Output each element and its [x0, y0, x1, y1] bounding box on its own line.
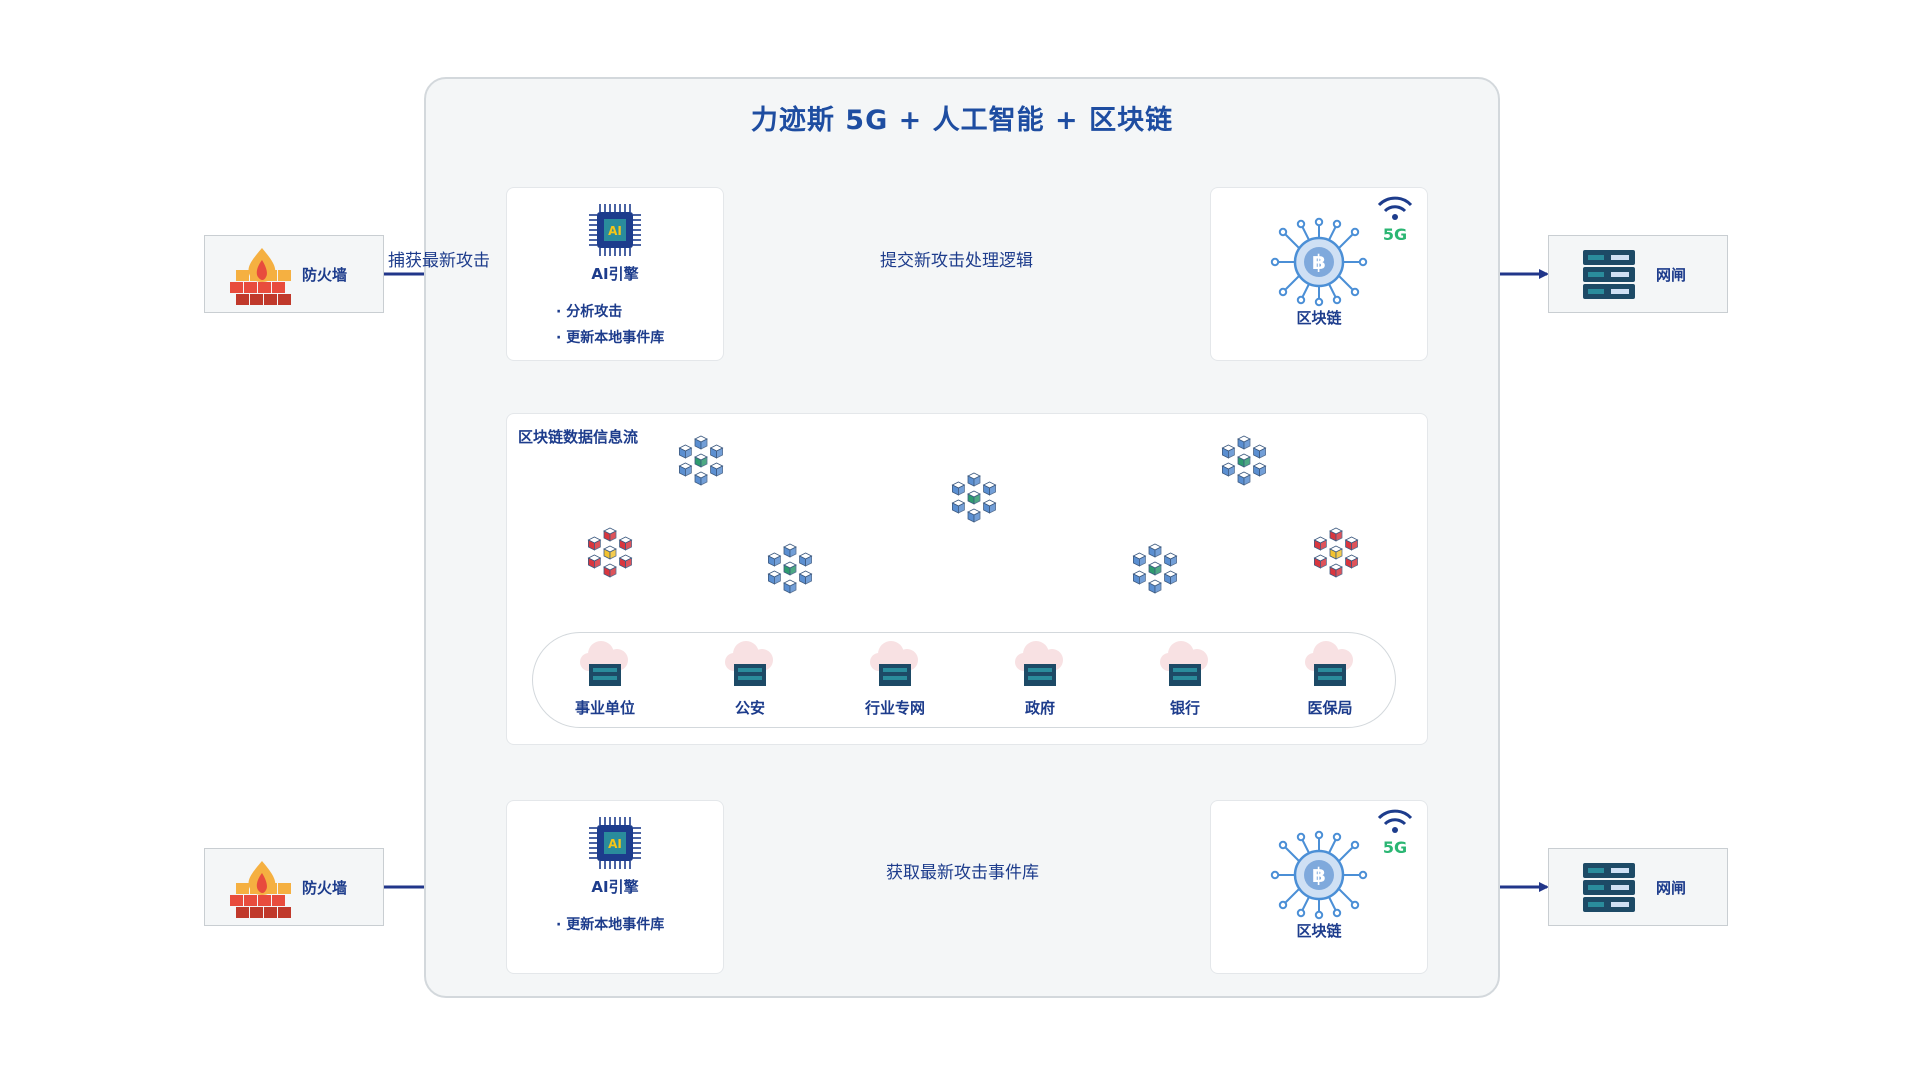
gateway-top-label: 网闸 [1656, 266, 1687, 284]
edge-capture-label: 捕获最新攻击 [388, 251, 490, 271]
blockchain-bottom-card [1210, 800, 1428, 974]
gateway-top-box [1548, 235, 1728, 313]
firewall-bottom-box [204, 848, 384, 926]
blockchain-top-label: 区块链 [1296, 309, 1342, 327]
page-title: 力迹斯 5G + 人工智能 + 区块链 [750, 105, 1174, 136]
ai-engine-top-bullet-2: · 更新本地事件库 [556, 330, 665, 346]
ai-engine-top-label: AI引擎 [591, 265, 639, 283]
org-label-medical-insurance: 医保局 [1307, 699, 1353, 717]
org-label-police: 公安 [734, 699, 765, 717]
firewall-bottom-label: 防火墙 [302, 879, 348, 897]
ai-engine-bottom-label: AI引擎 [591, 878, 639, 896]
org-label-institution: 事业单位 [574, 699, 635, 717]
org-label-bank: 银行 [1169, 699, 1200, 717]
org-label-government: 政府 [1024, 699, 1055, 717]
ai-engine-top-bullet-1: · 分析攻击 [556, 304, 623, 320]
edge-fetch-label: 获取最新攻击事件库 [886, 863, 1039, 883]
firewall-top-box [204, 235, 384, 313]
firewall-top-label: 防火墙 [302, 266, 348, 284]
org-cloud-pill [532, 632, 1396, 728]
edge-submit-label: 提交新攻击处理逻辑 [880, 251, 1033, 271]
blockchain-bottom-label: 区块链 [1296, 922, 1342, 940]
gateway-bottom-label: 网闸 [1656, 879, 1687, 897]
blockchain-top-card [1210, 187, 1428, 361]
ai-engine-bottom-bullet-1: · 更新本地事件库 [556, 917, 665, 933]
org-label-industry-net: 行业专网 [864, 699, 925, 717]
gateway-bottom-box [1548, 848, 1728, 926]
blockchain-flow-title: 区块链数据信息流 [518, 428, 639, 446]
